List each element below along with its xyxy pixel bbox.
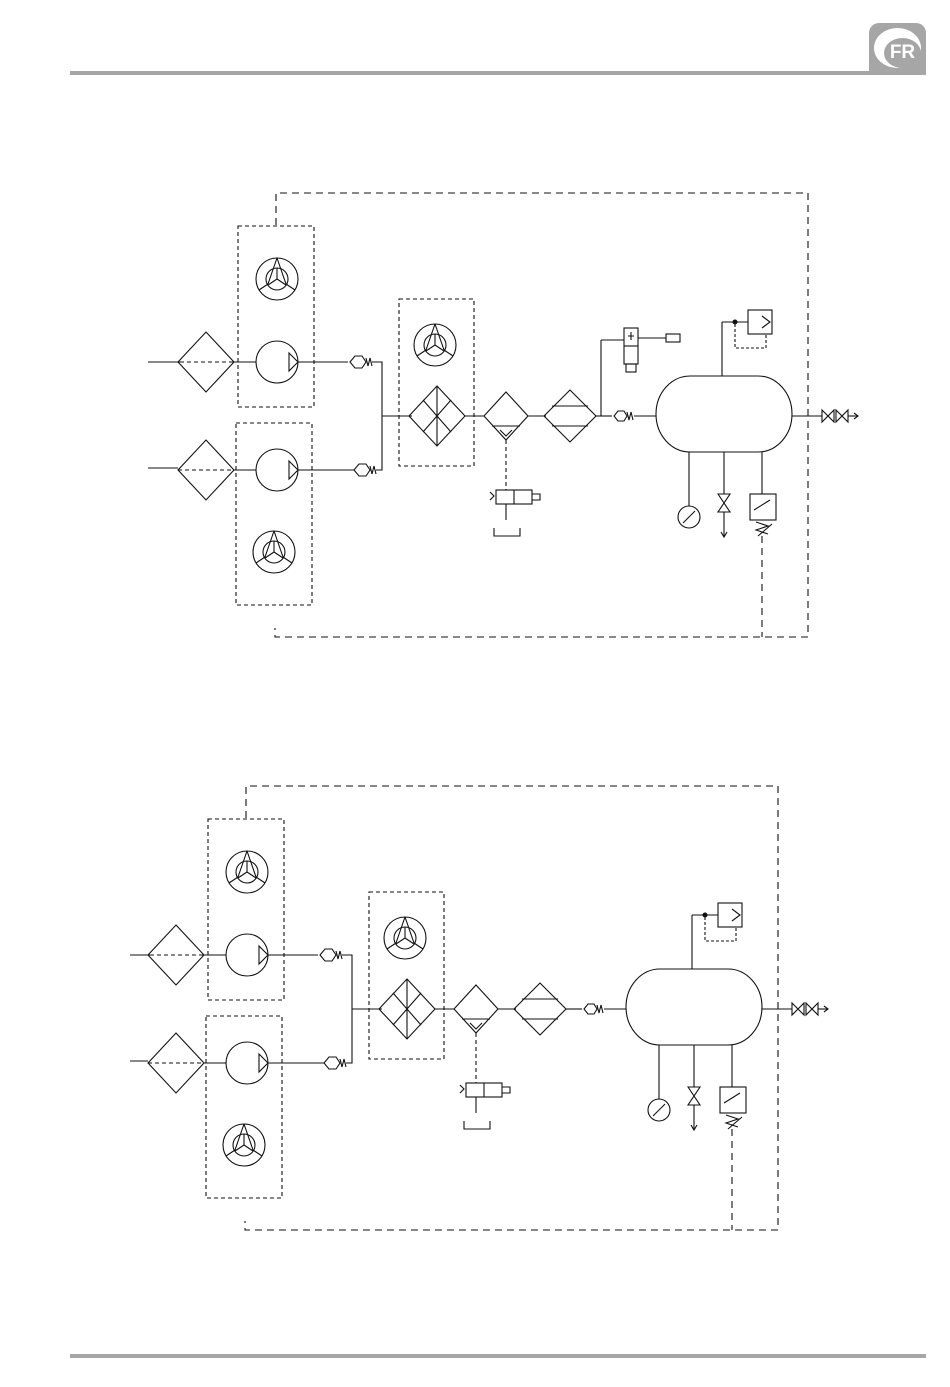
- pneumatic-diagram-b: [0, 593, 950, 1253]
- check-valve-icon: [354, 464, 376, 476]
- compressor-unit-2: [206, 1016, 282, 1198]
- compressor-unit-2: [236, 423, 312, 605]
- drain-cock-icon: [688, 1045, 700, 1130]
- pressure-switch-icon: [692, 903, 742, 969]
- intake-filter-2: [130, 1033, 226, 1093]
- aftercooler-unit: [369, 892, 444, 1059]
- compressor-pump-icon: [256, 341, 298, 383]
- compressor-pump-icon: [226, 934, 268, 976]
- filter-dryer-icon: [544, 390, 596, 442]
- water-separator-icon: [484, 392, 528, 490]
- drain-valve-icon: [460, 1083, 510, 1129]
- pneumatic-diagram-a: [0, 0, 950, 660]
- heat-exchanger-icon: [379, 979, 435, 1039]
- outlet-valve-icon: [792, 1003, 828, 1015]
- outer-enclosure: [275, 193, 808, 637]
- check-valve-icon: [584, 1004, 603, 1014]
- pressure-switch-icon: [722, 310, 772, 376]
- water-separator-icon: [454, 985, 498, 1083]
- air-receiver-tank: [656, 376, 792, 452]
- drain-valve-icon: [490, 490, 540, 536]
- pressure-gauge-icon: [648, 1045, 670, 1121]
- footer-rule: [70, 1354, 926, 1358]
- aftercooler-unit: [399, 299, 474, 466]
- fan-motor-icon: [256, 258, 298, 300]
- outer-enclosure: [245, 786, 778, 1230]
- fan-motor-icon: [223, 1124, 265, 1166]
- check-valve-icon: [614, 411, 633, 421]
- intake-filter-2: [148, 440, 256, 500]
- pressure-gauge-icon: [678, 452, 700, 528]
- fan-motor-icon: [226, 851, 268, 893]
- air-receiver-tank: [626, 969, 762, 1045]
- drain-cock-icon: [718, 452, 730, 537]
- compressor-unit-1: [238, 226, 314, 407]
- compressor-pump-icon: [256, 449, 298, 491]
- intake-filter-1: [130, 925, 226, 985]
- compressor-pump-icon: [226, 1042, 268, 1084]
- fan-motor-icon: [253, 531, 295, 573]
- check-valve-icon: [320, 949, 342, 961]
- fan-motor-icon: [384, 917, 426, 959]
- check-valve-icon: [324, 1057, 346, 1069]
- compressor-unit-1: [208, 819, 284, 1000]
- intake-filter-1: [148, 332, 256, 392]
- outlet-valve-icon: [822, 410, 858, 422]
- check-valve-icon: [350, 356, 372, 368]
- safety-valve-icon: [720, 1045, 746, 1230]
- fan-motor-icon: [414, 324, 456, 366]
- solenoid-valve-icon: [601, 328, 680, 416]
- heat-exchanger-icon: [409, 386, 465, 446]
- filter-dryer-icon: [514, 983, 566, 1035]
